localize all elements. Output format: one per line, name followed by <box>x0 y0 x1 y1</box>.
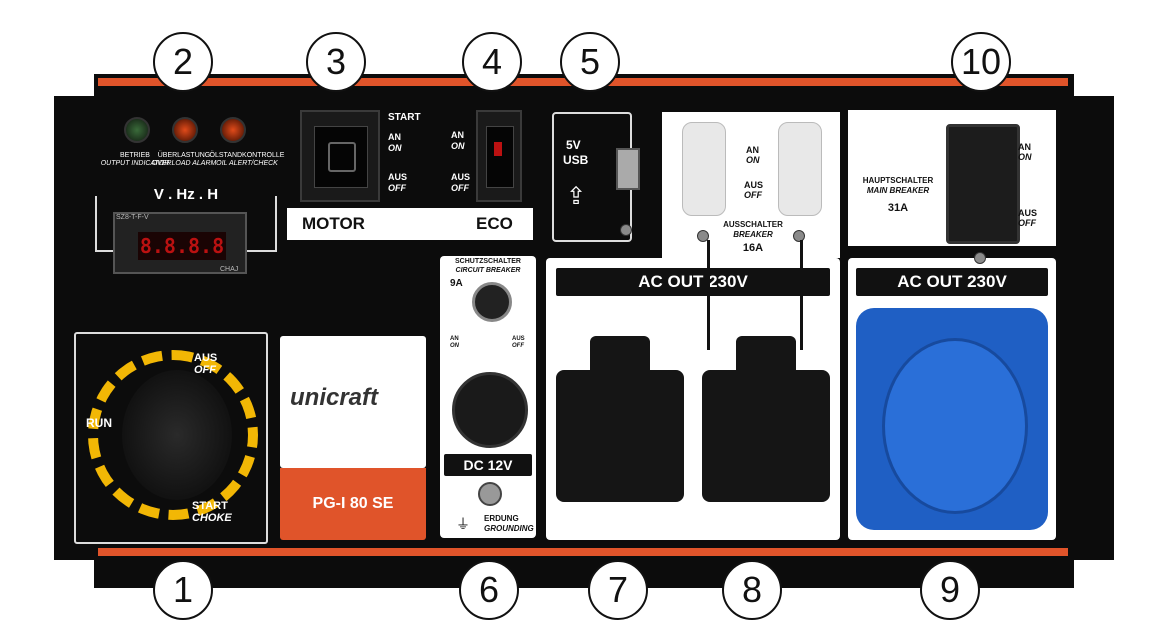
eco-an-label: AN <box>451 130 464 140</box>
breaker-off-label: OFF <box>744 190 762 200</box>
oil-alert-lamp <box>220 117 246 143</box>
motor-an-label: AN <box>388 132 401 142</box>
grounding-terminal[interactable] <box>478 482 502 506</box>
main-breaker-switch[interactable] <box>946 124 1020 244</box>
meter-digits: 8.8.8.8 <box>138 232 226 260</box>
schuko-lid-2 <box>736 336 796 376</box>
ac-out-label-left: AC OUT 230V <box>556 268 830 296</box>
usb-label: USB <box>563 153 589 167</box>
schuko-socket-2[interactable] <box>702 370 830 502</box>
circuit-breaker-rating: 9A <box>450 278 463 289</box>
output-indicator-lamp <box>124 117 150 143</box>
breaker-wire-1 <box>707 240 710 350</box>
usb-port[interactable] <box>616 148 640 190</box>
start-label: START <box>388 112 421 123</box>
eco-aus-label: AUS <box>451 172 471 182</box>
main-breaker-de-label: HAUPTSCHALTER <box>862 176 934 185</box>
callout-10: 10 <box>951 32 1011 92</box>
meter-model: SZ8-T-F-V <box>116 214 149 221</box>
callout-7: 7 <box>588 560 648 620</box>
dc-socket[interactable] <box>452 372 528 448</box>
knob-dial-scale <box>88 350 258 520</box>
motor-aus-label: AUS <box>388 172 408 182</box>
dc-an-label: AN <box>450 336 459 342</box>
breaker-an-label: AN <box>746 145 759 155</box>
knob-aus-label: AUS <box>194 352 218 364</box>
eco-label: ECO <box>476 214 513 233</box>
breaker-button-2[interactable] <box>778 122 822 216</box>
usb-icon: ⇪ <box>566 183 587 210</box>
motor-on-label: ON <box>388 143 402 153</box>
cee-socket[interactable] <box>856 308 1048 530</box>
breaker-aus-label: AUS <box>744 180 764 190</box>
main-breaker-rating: 31A <box>887 202 909 214</box>
dc-aus-label: AUS <box>512 336 525 342</box>
dc-breaker-button[interactable] <box>472 282 512 322</box>
eco-off-label: OFF <box>451 183 469 193</box>
dc-off-label: OFF <box>512 343 524 349</box>
dc-on-label: ON <box>450 343 459 349</box>
dc-label: DC 12V <box>444 454 532 476</box>
motor-switch[interactable] <box>300 110 380 202</box>
eco-on-label: ON <box>451 141 465 151</box>
knob-run-label: RUN <box>86 416 112 430</box>
knob-off-label: OFF <box>194 364 216 376</box>
grounding-en: GROUNDING <box>484 524 534 533</box>
motor-eco-strip <box>287 208 533 240</box>
circuit-breaker-en: CIRCUIT BREAKER <box>455 267 521 274</box>
schuko-lid-1 <box>590 336 650 376</box>
main-aus-label: AUS <box>1018 208 1038 218</box>
overload-lamp <box>172 117 198 143</box>
schuko-socket-1[interactable] <box>556 370 684 502</box>
main-off-label: OFF <box>1018 218 1036 228</box>
usb-voltage: 5V <box>566 138 581 152</box>
breaker-de-label: AUSSCHALTER <box>723 220 783 229</box>
callout-8: 8 <box>722 560 782 620</box>
motor-off-label: OFF <box>388 183 406 193</box>
brand-logo: unicraft <box>290 384 379 411</box>
cee-screw <box>974 252 986 264</box>
callout-9: 9 <box>920 560 980 620</box>
breaker-en-label: BREAKER <box>733 230 773 239</box>
breaker-on-label: ON <box>746 155 760 165</box>
motor-label: MOTOR <box>302 214 365 233</box>
grounding-de: ERDUNG <box>484 514 519 523</box>
breaker-wire-2 <box>800 240 803 350</box>
ground-icon: ⏚ <box>456 516 470 532</box>
callout-4: 4 <box>462 32 522 92</box>
meter-brand: CHAJ <box>220 266 239 273</box>
knob-start-label: START <box>192 500 228 512</box>
knob-frame <box>74 332 268 544</box>
main-on-label: ON <box>1018 152 1032 162</box>
breaker-rating: 16A <box>742 242 764 254</box>
meter-title: V . Hz . H <box>136 186 236 203</box>
eco-switch[interactable] <box>476 110 522 202</box>
circuit-breaker-de: SCHUTZSCHALTER <box>455 258 521 265</box>
callout-2: 2 <box>153 32 213 92</box>
usb-screw <box>620 224 632 236</box>
brand-plate <box>280 336 426 468</box>
main-an-label: AN <box>1018 142 1031 152</box>
knob-choke-label: CHOKE <box>192 512 232 524</box>
model-plate: PG-I 80 SE <box>280 468 426 540</box>
breaker-screw-1 <box>697 230 709 242</box>
ac-out-label-right: AC OUT 230V <box>856 268 1048 296</box>
callout-6: 6 <box>459 560 519 620</box>
bottom-stripe <box>98 548 1068 556</box>
choke-knob[interactable] <box>122 370 232 500</box>
callout-5: 5 <box>560 32 620 92</box>
callout-1: 1 <box>153 560 213 620</box>
breaker-screw-2 <box>793 230 805 242</box>
main-breaker-en-label: MAIN BREAKER <box>866 186 930 195</box>
breaker-button-1[interactable] <box>682 122 726 216</box>
callout-3: 3 <box>306 32 366 92</box>
